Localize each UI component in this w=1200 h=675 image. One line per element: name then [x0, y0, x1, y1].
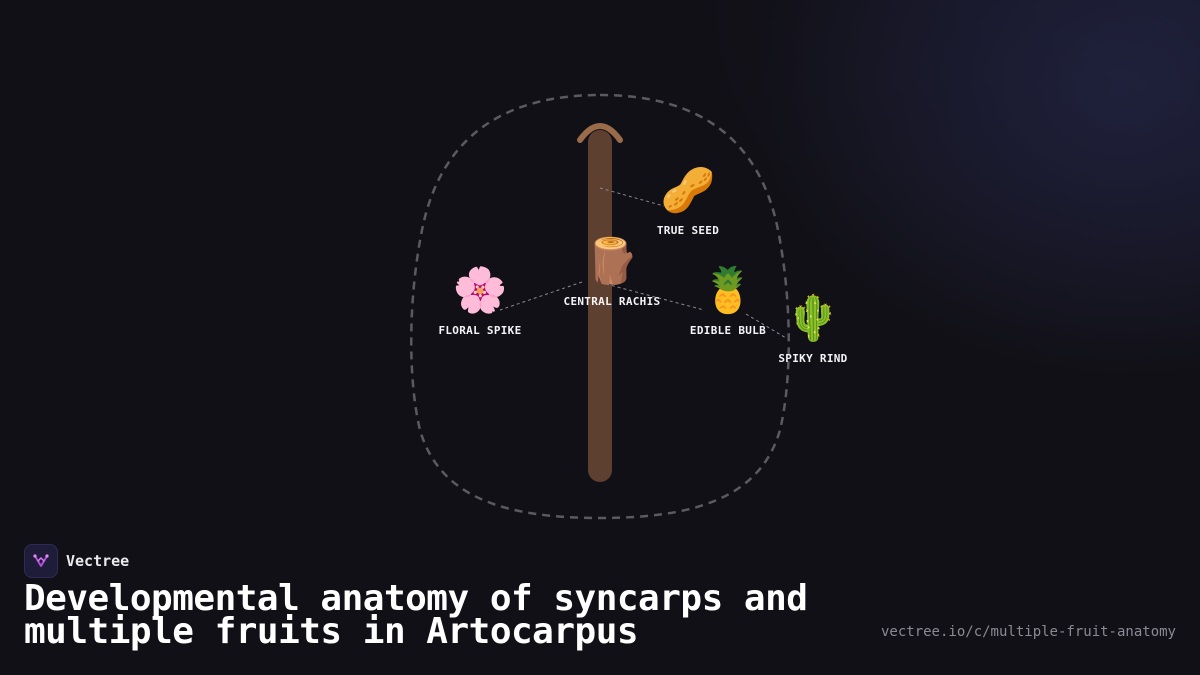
page-title: Developmental anatomy of syncarps and mu… [24, 578, 808, 652]
connector-edible-bulb [605, 283, 705, 311]
node-label-true-seed: TRUE SEED [656, 224, 720, 237]
node-label-central-rachis: CENTRAL RACHIS [563, 295, 661, 308]
brand-name: Vectree [66, 552, 130, 570]
stem-cap [577, 123, 623, 143]
fruit-outline [409, 93, 791, 520]
node-edible-bulb: 🍍 EDIBLE BULB [690, 268, 766, 337]
node-label-floral-spike: FLORAL SPIKE [438, 324, 522, 337]
connector-true-seed [599, 187, 665, 207]
node-spiky-rind: 🌵 SPIKY RIND [778, 296, 847, 365]
wood-log-icon: 🪵 [584, 240, 640, 290]
brand[interactable]: Vectree [24, 544, 129, 578]
cherry-blossom-icon: 🌸 [452, 269, 508, 319]
node-label-edible-bulb: EDIBLE BULB [689, 324, 767, 337]
pineapple-icon: 🍍 [700, 269, 756, 319]
node-label-spiky-rind: SPIKY RIND [778, 352, 848, 365]
node-true-seed: 🥜 TRUE SEED [657, 168, 719, 237]
node-floral-spike: 🌸 FLORAL SPIKE [438, 268, 521, 337]
cactus-icon: 🌵 [785, 297, 841, 347]
central-stem [588, 130, 612, 482]
connector-spiky-rind [745, 313, 787, 339]
connector-floral-spike [499, 281, 583, 311]
node-central-rachis: 🪵 CENTRAL RACHIS [564, 239, 661, 308]
source-url[interactable]: vectree.io/c/multiple-fruit-anatomy [880, 624, 1176, 640]
peanut-icon: 🥜 [660, 169, 716, 219]
vectree-logo-icon [24, 544, 58, 578]
